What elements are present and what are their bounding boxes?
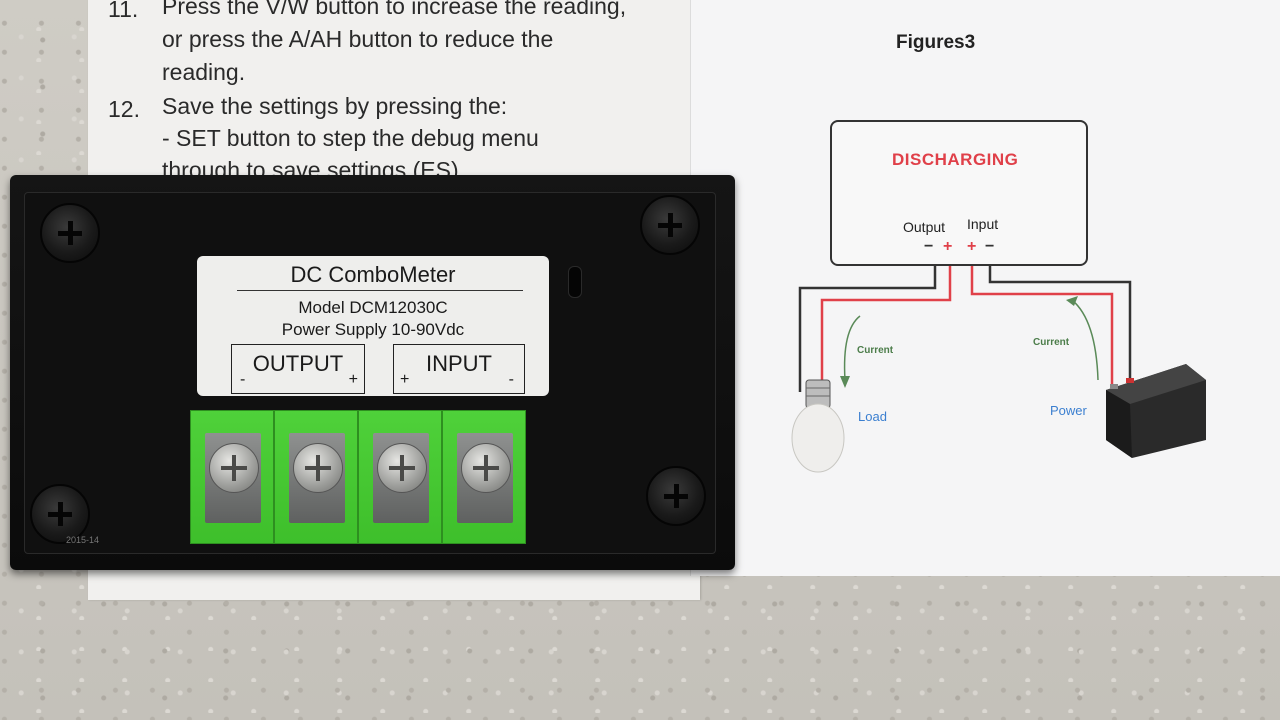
output-label: Output (903, 219, 946, 235)
current-arrowhead-right (1066, 296, 1078, 306)
wire-output-negative (798, 262, 937, 392)
input-terminal-minus: - (508, 371, 514, 388)
input-terminal-name: INPUT (426, 351, 492, 376)
output-terminal-name: OUTPUT (252, 351, 344, 376)
date-code: 2015-14 (66, 535, 100, 545)
output-terminal-minus: - (240, 371, 246, 388)
step-11-line-2: or press the A/AH button to reduce the (162, 26, 554, 52)
figure-title: Figures3 (896, 32, 976, 53)
device-label: DC ComboMeter Model DCM12030C Power Supp… (197, 256, 549, 396)
terminal-screw-icon[interactable] (461, 443, 511, 493)
step-11-line-3: reading. (162, 59, 246, 85)
discharging-label: DISCHARGING (892, 150, 1019, 169)
output-terminal-box: OUTPUT - + (231, 344, 365, 394)
output-terminal-plus: + (348, 371, 358, 388)
input-minus-sign: − (985, 238, 995, 255)
step-12-line-1: Save the settings by pressing the: (162, 93, 508, 119)
load-label: Load (858, 409, 887, 424)
screw-bottom-right-icon (646, 466, 706, 526)
current-label-left: Current (857, 345, 894, 356)
step-11-number: 11. (108, 0, 139, 22)
wire-output-positive (820, 262, 952, 392)
step-12-number: 12. (108, 96, 140, 122)
terminal-output-positive[interactable] (274, 410, 358, 544)
device-power-supply: Power Supply 10-90Vdc (281, 320, 465, 339)
current-label-right: Current (1033, 337, 1070, 348)
output-plus-sign: + (943, 238, 953, 255)
device-label-title: DC ComboMeter (290, 262, 456, 287)
screw-top-left-icon (40, 203, 100, 263)
input-terminal-plus: + (400, 371, 410, 388)
terminal-screw-icon[interactable] (209, 443, 259, 493)
light-bulb-icon (791, 379, 845, 473)
device-model: Model DCM12030C (298, 298, 448, 317)
vent-slot (568, 266, 582, 298)
battery-icon (1106, 364, 1206, 458)
terminal-output-negative[interactable] (190, 410, 274, 544)
current-arrow-left (843, 315, 861, 381)
input-label: Input (967, 216, 999, 232)
terminal-screw-icon[interactable] (377, 443, 427, 493)
screw-top-right-icon (640, 195, 700, 255)
input-terminal-box: INPUT + - (393, 344, 525, 394)
device-label-rule (237, 290, 523, 291)
power-label: Power (1050, 403, 1087, 418)
screw-bottom-left-icon (30, 484, 90, 544)
diagram-meter-box (830, 120, 1088, 266)
current-arrow-right (1071, 299, 1099, 381)
terminal-input-positive[interactable] (358, 410, 442, 544)
manual-page-right (690, 0, 1280, 576)
step-12-line-2: - SET button to step the debug menu (162, 125, 539, 151)
step-11-line-1: Press the V/W button to increase the rea… (162, 0, 627, 19)
wire-input-negative (988, 262, 1132, 380)
wire-input-positive (970, 262, 1114, 392)
current-arrowhead-left (840, 376, 850, 388)
input-plus-sign: + (967, 238, 977, 255)
terminal-block (190, 410, 530, 544)
terminal-screw-icon[interactable] (293, 443, 343, 493)
output-minus-sign: − (924, 238, 934, 255)
terminal-input-negative[interactable] (442, 410, 526, 544)
